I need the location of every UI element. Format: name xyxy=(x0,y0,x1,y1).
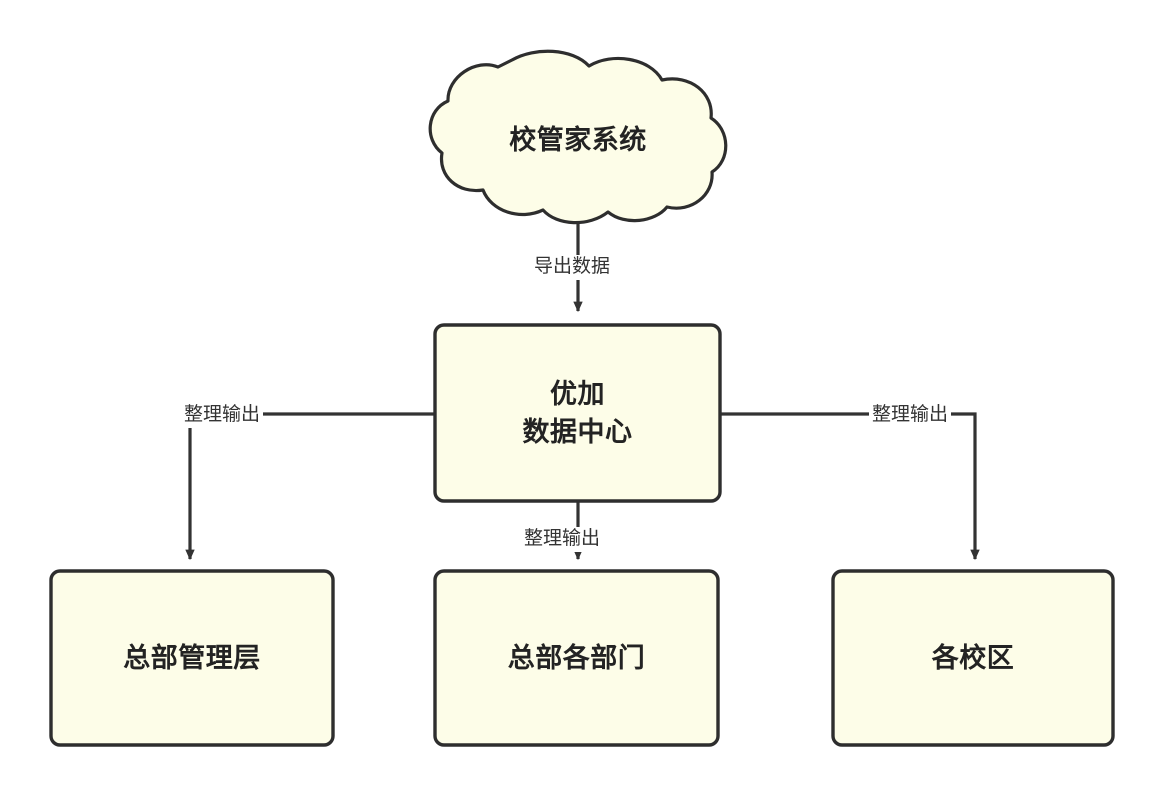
edge-label-hub-to-hq-departments: 整理输出 xyxy=(521,527,604,552)
node-source-cloud[interactable] xyxy=(428,49,728,225)
edge-hub-to-campuses xyxy=(720,412,980,561)
node-hq-management-box[interactable] xyxy=(49,569,335,747)
node-campuses-box[interactable] xyxy=(831,569,1115,747)
edge-label-source-to-hub: 导出数据 xyxy=(531,255,614,280)
edge-label-hub-to-campuses: 整理输出 xyxy=(869,403,952,428)
node-hq-departments-box[interactable] xyxy=(433,569,720,747)
node-hub-box[interactable] xyxy=(433,323,722,503)
edge-label-hub-to-hq-management: 整理输出 xyxy=(181,403,264,428)
edge-hub-to-hq-management xyxy=(185,412,435,561)
